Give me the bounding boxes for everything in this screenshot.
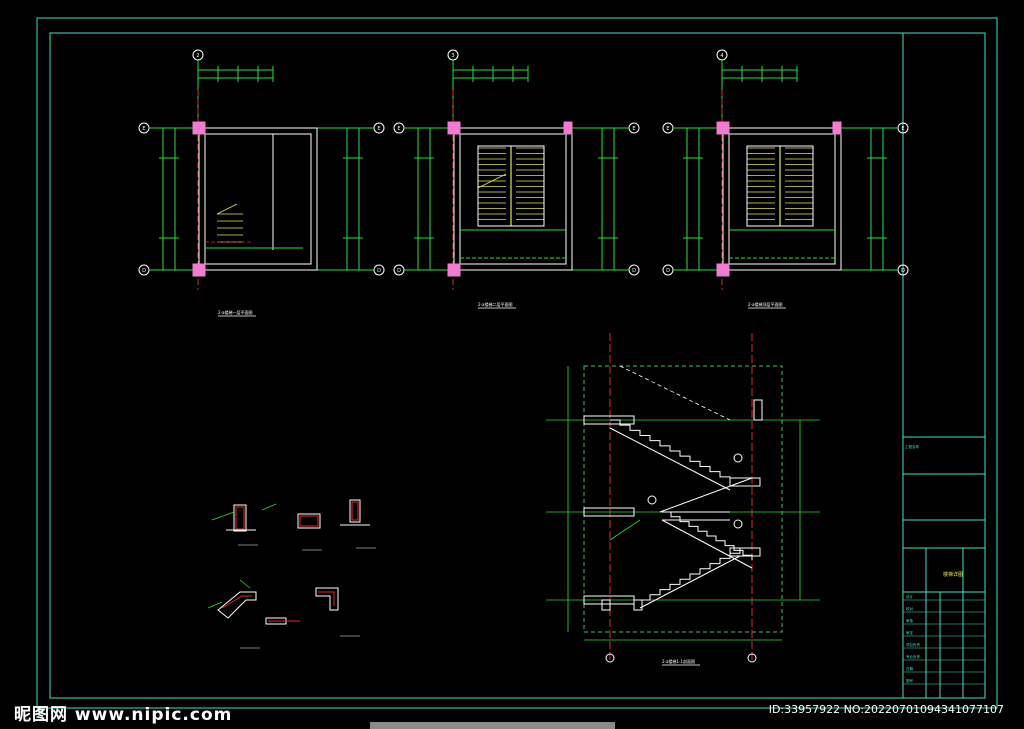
title-block-row-label: 设计 [906,594,914,599]
stair-soffit [661,519,753,569]
detail-rebar [235,506,245,530]
detail-outline [297,513,321,529]
title-block-project-label: 工程名称 [905,444,919,449]
construction-details [207,499,376,649]
title-block-row-label: 日期 [906,666,914,671]
column [447,263,461,277]
detail-outline [233,504,247,532]
axis-bubble-top-label: 4 [720,53,723,59]
beam [753,399,763,421]
scrollbar-track[interactable] [370,722,615,729]
floor-slab [583,415,635,425]
stair-flight [610,419,731,482]
column [716,121,730,135]
stair-break [477,173,507,189]
column [192,121,206,135]
detail-rebar [299,515,319,527]
detail-rebar [351,501,359,521]
axis-bubble-top-label: 2 [196,53,199,59]
title-block-row-label: 校对 [906,606,914,611]
beam [601,599,611,611]
stair-outline [477,145,545,227]
axis-bubble-right-bottom-label: D [377,268,381,274]
watermark-logo: 昵图网 www.nipic.com [14,705,233,725]
leader-line [261,503,277,511]
axis-bubble-right-top-label: E [901,126,904,132]
detail-stair-section [217,591,257,619]
axis-bubble-right-bottom-label: D [901,268,905,274]
axis-bubble-left-bottom-label: D [666,268,670,274]
detail-rebar [318,591,335,606]
column [192,263,206,277]
beam [633,599,643,611]
title-block-row-label: 图号 [906,678,914,683]
axis-bubble-left-top-label: E [142,126,145,132]
title-block-row-label: 项目负责 [906,642,920,647]
callout-bubble [733,519,743,529]
leader-line [609,519,641,541]
column [832,121,842,135]
watermark-id: ID:33957922 NO:20220701094341077107 [768,703,1004,716]
section-title: 2-a楼梯1-1剖面图 [662,658,695,664]
plan2-title: 2-a楼梯二层平面图 [478,301,512,307]
detail-rebar [221,595,252,609]
wall-outline [198,127,318,271]
stair-outline [746,145,814,227]
axis-bubble-right-bottom-label: D [632,268,636,274]
plan1-title: 2-a楼梯一层平面图 [218,309,252,315]
floor-slab [583,507,635,517]
stair-soffit [609,427,731,491]
detail-outline [349,499,361,523]
wall-inner [728,133,836,265]
column [563,121,573,135]
wall-outline [453,127,573,271]
title-block-row-label: 审定 [906,630,914,635]
sheet-outer-frame [36,17,998,709]
landing [729,477,761,487]
title-block-drawing-label: 楼梯详图 [943,571,963,578]
leader-line [239,579,251,589]
axis-bubble-left-bottom-label: D [397,268,401,274]
title-block-row-label: 审核 [906,618,914,623]
wall-inner [459,133,567,265]
axis-bubble-left-top-label: E [666,126,669,132]
title-block-row-label: 专业负责 [906,654,920,659]
plan-top-floor: E E D D 4 [662,49,909,290]
dashed-line [619,365,731,421]
plan-ground-floor: E E D D 2 [138,49,385,290]
axis-bubble-top-label: 3 [451,53,454,59]
axis-bubble-left-top-label: E [397,126,400,132]
column [716,263,730,277]
wall-inner [204,133,312,265]
stair-soffit [659,477,753,513]
axis-bubble [605,653,615,663]
detail-beam [315,587,339,611]
callout-bubble [733,453,743,463]
landing [729,547,761,557]
axis-bubble-right-top-label: E [632,126,635,132]
callout-bubble [647,495,657,505]
leader-line [211,511,235,521]
stair-flight [640,548,741,601]
axis-bubble-left-bottom-label: D [142,268,146,274]
axis-bubble [747,653,757,663]
stair-break [216,203,238,215]
plan-second-floor: E E D D 3 [393,49,640,290]
stair-soffit [639,555,741,609]
stair-section-1-1 [546,333,820,663]
sheet-inner-frame [49,32,986,699]
leader-line [207,601,223,609]
section-dashed-frame [583,365,783,633]
column [447,121,461,135]
axis-bubble-right-top-label: E [377,126,380,132]
plan3-title: 2-a楼梯顶层平面图 [748,301,782,307]
wall-outline [722,127,842,271]
